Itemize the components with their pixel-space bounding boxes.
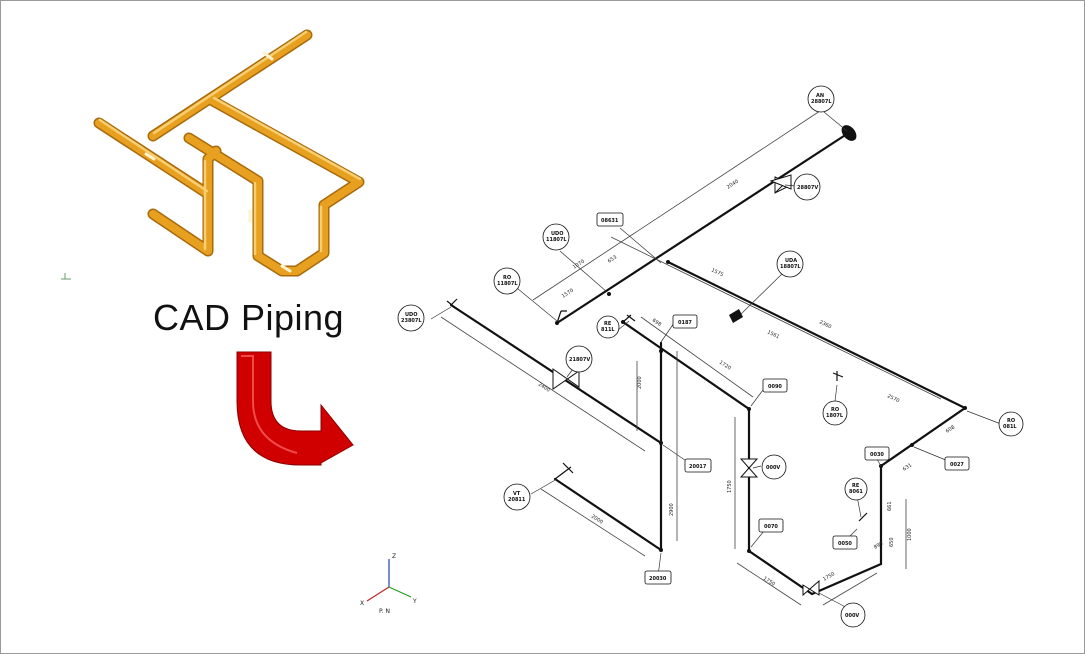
svg-text:RE: RE xyxy=(604,321,612,327)
svg-text:11807L: 11807L xyxy=(546,237,567,243)
valve-icon xyxy=(802,579,820,597)
instrument-bubble: 000V xyxy=(840,602,866,628)
valve-icon xyxy=(739,458,759,478)
dim-label: 1750 xyxy=(822,571,836,583)
svg-text:RO: RO xyxy=(831,407,839,413)
instrument-bubble: UDO 23807L xyxy=(397,304,425,332)
instrument-bubble: 21807V xyxy=(565,345,593,373)
svg-text:11807L: 11807L xyxy=(497,281,518,287)
svg-text:RO: RO xyxy=(1007,418,1015,424)
instrument-bubble: UDA 18807L xyxy=(776,250,804,278)
line-tag: 0030 xyxy=(864,446,890,461)
dim-label: 650 xyxy=(889,537,895,547)
instrument-bubble: RO 1807L xyxy=(822,400,848,426)
valve-icon xyxy=(769,174,793,194)
svg-text:UDO: UDO xyxy=(405,312,417,318)
dim-label: 698 xyxy=(651,318,662,328)
dim-label: 2040 xyxy=(726,179,740,191)
dim-label: 2900 xyxy=(669,503,675,516)
dim-label: 2000 xyxy=(637,376,643,389)
instrument-bubble: UDO 11807L xyxy=(542,223,570,251)
svg-text:000V: 000V xyxy=(845,613,859,619)
svg-text:08631: 08631 xyxy=(601,218,619,224)
svg-text:0090: 0090 xyxy=(768,384,782,390)
svg-text:21807V: 21807V xyxy=(569,357,590,363)
svg-text:0070: 0070 xyxy=(764,524,778,530)
line-tag: 0050 xyxy=(832,535,858,550)
svg-text:0030: 0030 xyxy=(870,452,884,458)
svg-text:23807L: 23807L xyxy=(401,318,422,324)
dim-label: 2400 xyxy=(537,382,551,394)
reducer-icon xyxy=(729,309,743,323)
dim-label: 1575 xyxy=(710,267,724,278)
line-tag: 0070 xyxy=(758,518,784,533)
dim-label: 1750 xyxy=(727,480,733,493)
line-tag: 20030 xyxy=(644,570,672,585)
svg-text:811L: 811L xyxy=(601,327,615,333)
dim-label: 1720 xyxy=(718,360,732,372)
svg-text:20811: 20811 xyxy=(508,497,526,503)
axis-pn-label: P. N xyxy=(379,608,390,615)
line-tag: 0027 xyxy=(944,456,970,471)
instrument-bubble: RO 11807L xyxy=(493,267,521,295)
line-tag: 0090 xyxy=(762,378,788,393)
instrument-bubble: 000V xyxy=(761,454,787,480)
svg-text:1807L: 1807L xyxy=(826,413,844,419)
axis-y-label: Y xyxy=(412,598,417,605)
instrument-bubble: RO 081L xyxy=(998,411,1024,437)
svg-text:0187: 0187 xyxy=(678,320,692,326)
diagram-title: CAD Piping xyxy=(153,297,345,338)
svg-text:UDA: UDA xyxy=(785,258,797,264)
dim-label: 661 xyxy=(887,501,893,511)
dim-label: 653 xyxy=(607,254,618,264)
svg-text:0027: 0027 xyxy=(950,462,964,468)
svg-text:28807V: 28807V xyxy=(797,185,818,191)
dim-label: 1000 xyxy=(907,528,913,541)
svg-text:28807L: 28807L xyxy=(811,99,832,105)
axis-x-label: X xyxy=(360,600,364,607)
instrument-bubble: VT 20811 xyxy=(503,483,531,511)
svg-text:AN: AN xyxy=(816,93,824,99)
flange-icon xyxy=(841,125,857,141)
dim-label: 899 xyxy=(873,541,884,551)
svg-text:20017: 20017 xyxy=(689,464,707,470)
svg-text:081L: 081L xyxy=(1003,424,1017,430)
line-tag: 08631 xyxy=(596,212,624,227)
svg-text:8061: 8061 xyxy=(849,489,863,495)
svg-text:18807L: 18807L xyxy=(780,264,801,270)
dim-label: 2000 xyxy=(590,514,604,526)
dim-label: 1570 xyxy=(561,288,575,300)
dim-label: 1070 xyxy=(572,259,586,271)
svg-text:RE: RE xyxy=(852,483,860,489)
svg-text:0050: 0050 xyxy=(838,541,852,547)
svg-text:VT: VT xyxy=(513,491,521,497)
instrument-bubble: AN 28807L xyxy=(807,85,835,113)
svg-text:000V: 000V xyxy=(766,465,780,471)
dim-label: 1561 xyxy=(766,329,780,340)
dim-label: 1750 xyxy=(762,576,776,588)
instrument-bubble: RE 811L xyxy=(596,315,620,339)
svg-text:UDO: UDO xyxy=(551,231,563,237)
instrument-bubble: 28807V xyxy=(793,173,821,201)
instrument-bubble: RE 8061 xyxy=(844,477,868,501)
line-tag: 0187 xyxy=(672,314,698,329)
svg-text:RO: RO xyxy=(503,275,511,281)
dim-label: 2570 xyxy=(886,393,900,404)
dim-label: 608 xyxy=(945,424,956,434)
dim-label: 2360 xyxy=(818,319,832,330)
axis-z-label: Z xyxy=(392,553,396,560)
svg-text:20030: 20030 xyxy=(649,576,667,582)
line-tag: 20017 xyxy=(684,458,712,473)
dim-label: 631 xyxy=(902,462,913,472)
